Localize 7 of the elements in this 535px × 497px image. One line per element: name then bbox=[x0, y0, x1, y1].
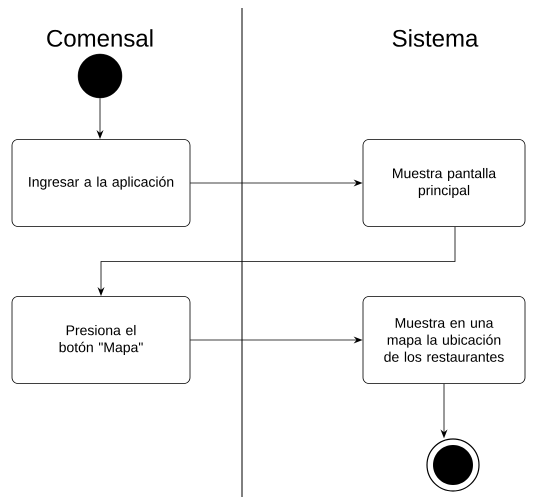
lane-title: Sistema bbox=[392, 29, 478, 47]
initial-node bbox=[78, 54, 122, 98]
activity-box: Muestra pantalla principal bbox=[362, 139, 526, 227]
activity-box: Muestra en una mapa la ubicación de los restaurantes bbox=[362, 296, 526, 384]
activity-box: Presiona el botón "Mapa" bbox=[12, 296, 190, 384]
final-node bbox=[426, 438, 480, 492]
activity-box: Ingresar a la aplicación bbox=[12, 139, 190, 227]
